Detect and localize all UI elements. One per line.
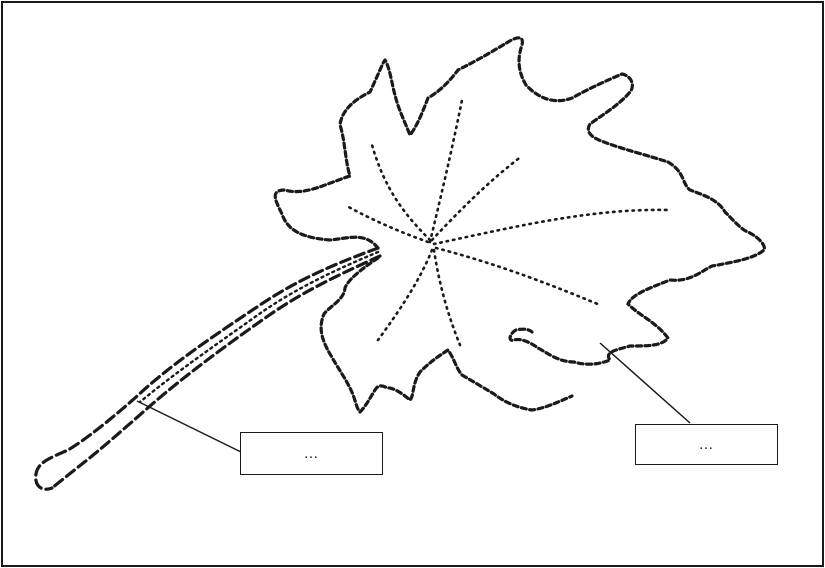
label-text-petiole: …: [303, 445, 320, 462]
leader-line-petiole: [136, 400, 242, 453]
petiole-lower-edge: [50, 254, 382, 490]
petiole-midline: [138, 250, 380, 404]
vein-lower-mid: [432, 248, 462, 347]
vein-upper-left: [370, 143, 432, 242]
vein-lower-right: [434, 246, 602, 307]
vein-lower: [376, 248, 434, 342]
leaf-blade-lower-lobe: [319, 256, 574, 415]
label-text-blade: …: [698, 436, 715, 453]
vein-upper-right: [430, 154, 524, 242]
petiole-upper-edge: [34, 246, 380, 491]
vein-upper: [428, 98, 464, 244]
leader-line-blade: [599, 342, 691, 424]
label-box-petiole[interactable]: …: [240, 432, 383, 475]
vein-left: [343, 203, 430, 244]
leaf-blade-outline: [273, 36, 766, 366]
label-box-blade[interactable]: …: [635, 424, 778, 465]
leaf-veins: [343, 98, 672, 347]
vein-right: [432, 208, 672, 246]
